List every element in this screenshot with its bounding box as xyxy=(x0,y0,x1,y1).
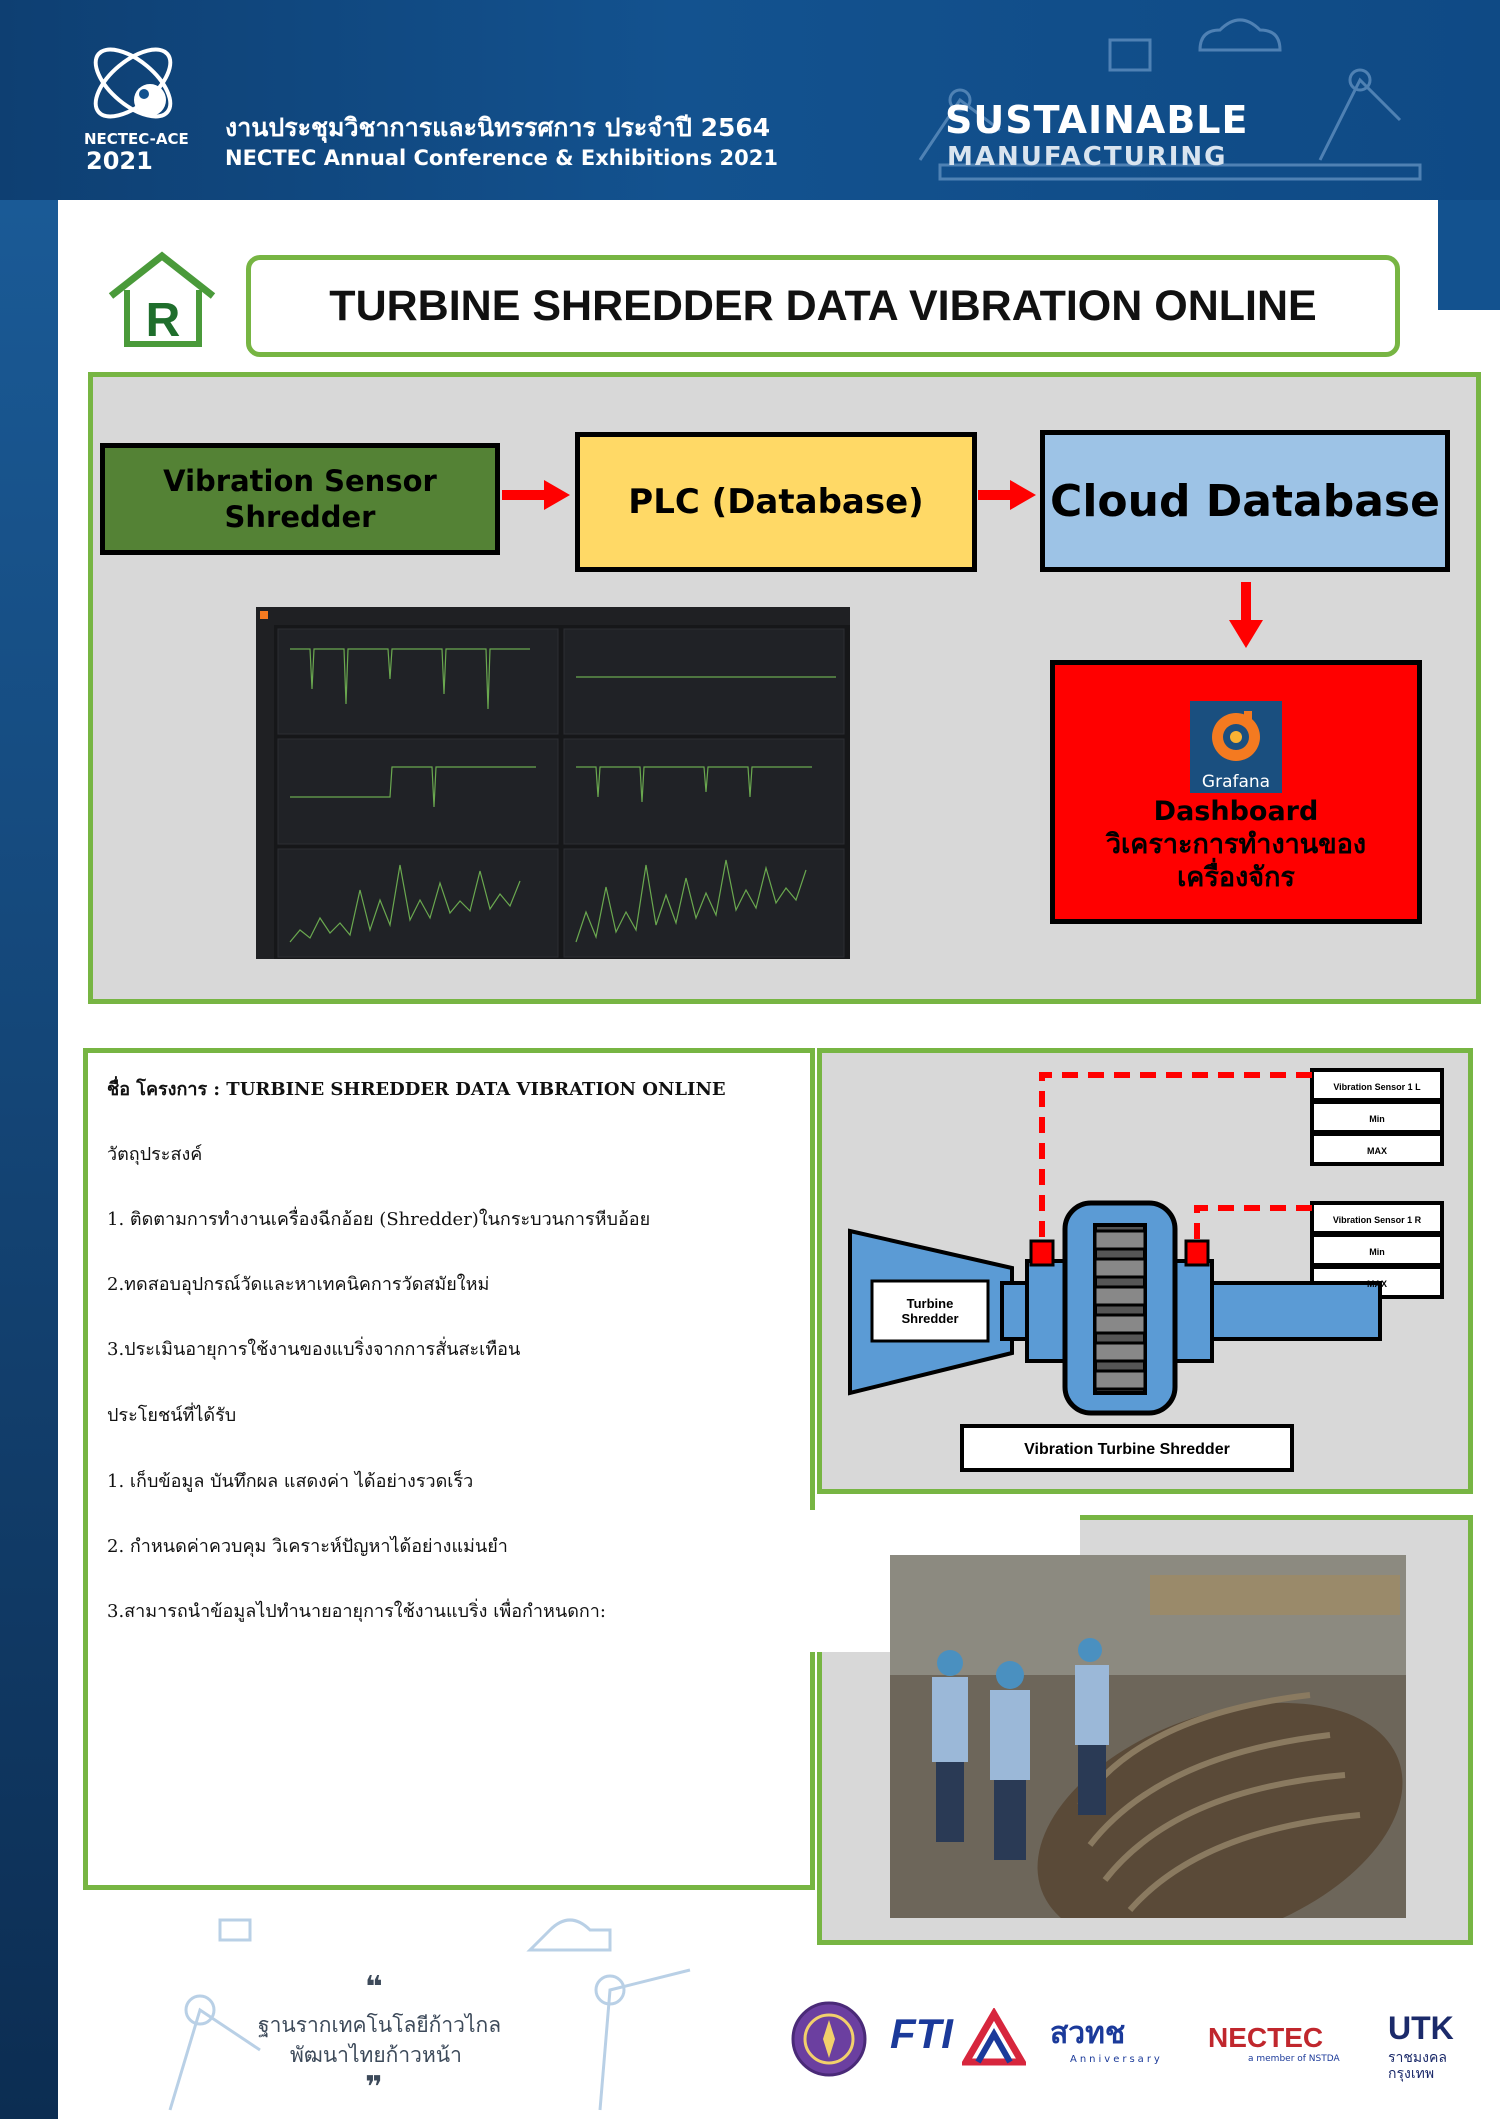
project-name: ชื่อ โครงการ : TURBINE SHREDDER DATA VIB… xyxy=(107,1079,726,1100)
grafana-dashboard-box: Grafana Dashboard วิเคราะการทำงานของ เคร… xyxy=(1050,660,1422,924)
utk-subtitle-line2: กรุงเทพ xyxy=(1388,2066,1435,2082)
arrow-down-icon xyxy=(1229,582,1263,648)
theme-title-line1: SUSTAINABLE xyxy=(945,98,1249,142)
turbine-label: Turbine Shredder xyxy=(872,1296,988,1326)
grafana-logo: Grafana xyxy=(1190,701,1282,793)
grafana-icon xyxy=(1212,711,1260,761)
schematic-caption: Vibration Turbine Shredder xyxy=(1024,1441,1230,1458)
sensor-left-label: Vibration Sensor 1 L xyxy=(1333,1082,1421,1092)
footer-quote-line1: ฐานรากเทคโนโลยีก้าวไกล xyxy=(258,2013,502,2037)
sensor-left-max: MAX xyxy=(1367,1146,1387,1156)
sensor-right-max: MAX xyxy=(1367,1279,1387,1289)
site-photo-image xyxy=(890,1555,1406,1948)
sensor-left-min: Min xyxy=(1369,1114,1385,1124)
quote-open-icon: ❝ xyxy=(365,1970,383,2005)
fti-mark-icon xyxy=(962,2008,1026,2066)
badge-letter: R xyxy=(146,294,181,347)
factory-illustration xyxy=(918,18,1422,181)
dashboard-desc-line1: วิเคราะการทำงานของ xyxy=(1105,829,1367,860)
nectec-member-note: a member of NSTDA xyxy=(1248,2054,1340,2064)
objective-item: 2.ทดสอบอุปกรณ์วัดและหาเทคนิคการวัดสมัยให… xyxy=(107,1274,490,1295)
objective-item: 3.ประเมินอายุการใช้งานของแบริ่งจากการสั่… xyxy=(107,1339,521,1360)
conference-title-thai: งานประชุมวิชาการและนิทรรศการ ประจำปี 256… xyxy=(225,113,771,142)
page-title: TURBINE SHREDDER DATA VIBRATION ONLINE xyxy=(329,281,1317,330)
sensor-right-min: Min xyxy=(1369,1247,1385,1257)
footer-quote-line2: พัฒนาไทยก้าวหน้า xyxy=(290,2043,462,2067)
benefit-item: 3.สามารถนำข้อมูลไปทำนายอายุการใช้งานแบริ… xyxy=(107,1601,606,1622)
plc-label: PLC (Database) xyxy=(628,482,924,522)
objective-heading: วัตถุประสงค์ xyxy=(107,1144,203,1165)
vibration-sensor-box: Vibration Sensor Shredder xyxy=(100,443,500,555)
theme-title-line2: MANUFACTURING xyxy=(947,142,1228,172)
project-info-panel xyxy=(83,1048,815,1890)
sensor-label-line1: Vibration Sensor xyxy=(163,464,437,498)
plc-database-box: PLC (Database) xyxy=(575,432,977,572)
arrow-right-icon xyxy=(978,480,1036,510)
cloud-database-box: Cloud Database xyxy=(1040,430,1450,572)
sensor-right-label: Vibration Sensor 1 R xyxy=(1332,1215,1422,1225)
benefit-item: 1. เก็บข้อมูล บันทึกผล แสดงค่า ได้อย่างร… xyxy=(107,1471,474,1492)
quote-close-icon: ❞ xyxy=(365,2070,383,2105)
turbine-schematic-diagram xyxy=(848,1068,1444,1472)
utk-logo: UTK xyxy=(1388,2010,1454,2046)
sensor-label-line2: Shredder xyxy=(224,500,376,534)
title-box: TURBINE SHREDDER DATA VIBRATION ONLINE xyxy=(246,255,1400,357)
dashboard-desc-line2: เครื่องจักร xyxy=(1177,862,1295,893)
nstda-anniversary: Anniversary xyxy=(1070,2054,1163,2065)
nectec-ace-logo xyxy=(93,47,173,119)
right-border-band xyxy=(1438,200,1500,310)
header-banner xyxy=(0,0,1500,200)
turbine-label-line2: Shredder xyxy=(901,1311,959,1326)
nstda-logo: สวทช xyxy=(1050,2016,1126,2051)
utk-subtitle-line1: ราชมงคล xyxy=(1388,2050,1447,2066)
logo-year: 2021 xyxy=(86,147,153,175)
site-photo xyxy=(890,1555,1406,1948)
fti-logo: FTI xyxy=(890,2010,953,2057)
conference-title-en: NECTEC Annual Conference & Exhibitions 2… xyxy=(225,146,778,170)
left-border-band xyxy=(0,200,58,2119)
benefit-item: 2. กำหนดค่าควบคุม วิเคราะห์ปัญหาได้อย่าง… xyxy=(107,1536,508,1557)
benefit-heading: ประโยชน์ที่ได้รับ xyxy=(107,1405,237,1426)
house-r-badge-icon: R xyxy=(108,251,216,347)
grafana-screenshot xyxy=(256,607,850,959)
arrow-right-icon xyxy=(502,480,570,510)
nectec-logo: NECTEC xyxy=(1208,2022,1324,2053)
objective-item: 1. ติดตามการทำงานเครื่องฉีกอ้อย (Shredde… xyxy=(107,1209,651,1230)
footer-robot-illustration xyxy=(168,1918,691,2111)
logo-caption: NECTEC-ACE xyxy=(84,130,189,148)
dashboard-label: Dashboard xyxy=(1153,796,1319,827)
utk-subtitle: ราชมงคล กรุงเทพ xyxy=(1388,2050,1447,2082)
grafana-screenshot-image xyxy=(256,607,850,959)
turbine-label-line1: Turbine xyxy=(906,1296,954,1311)
cloud-label: Cloud Database xyxy=(1050,475,1440,527)
ministry-seal-logo xyxy=(791,2001,867,2077)
grafana-wordmark: Grafana xyxy=(1201,772,1271,792)
